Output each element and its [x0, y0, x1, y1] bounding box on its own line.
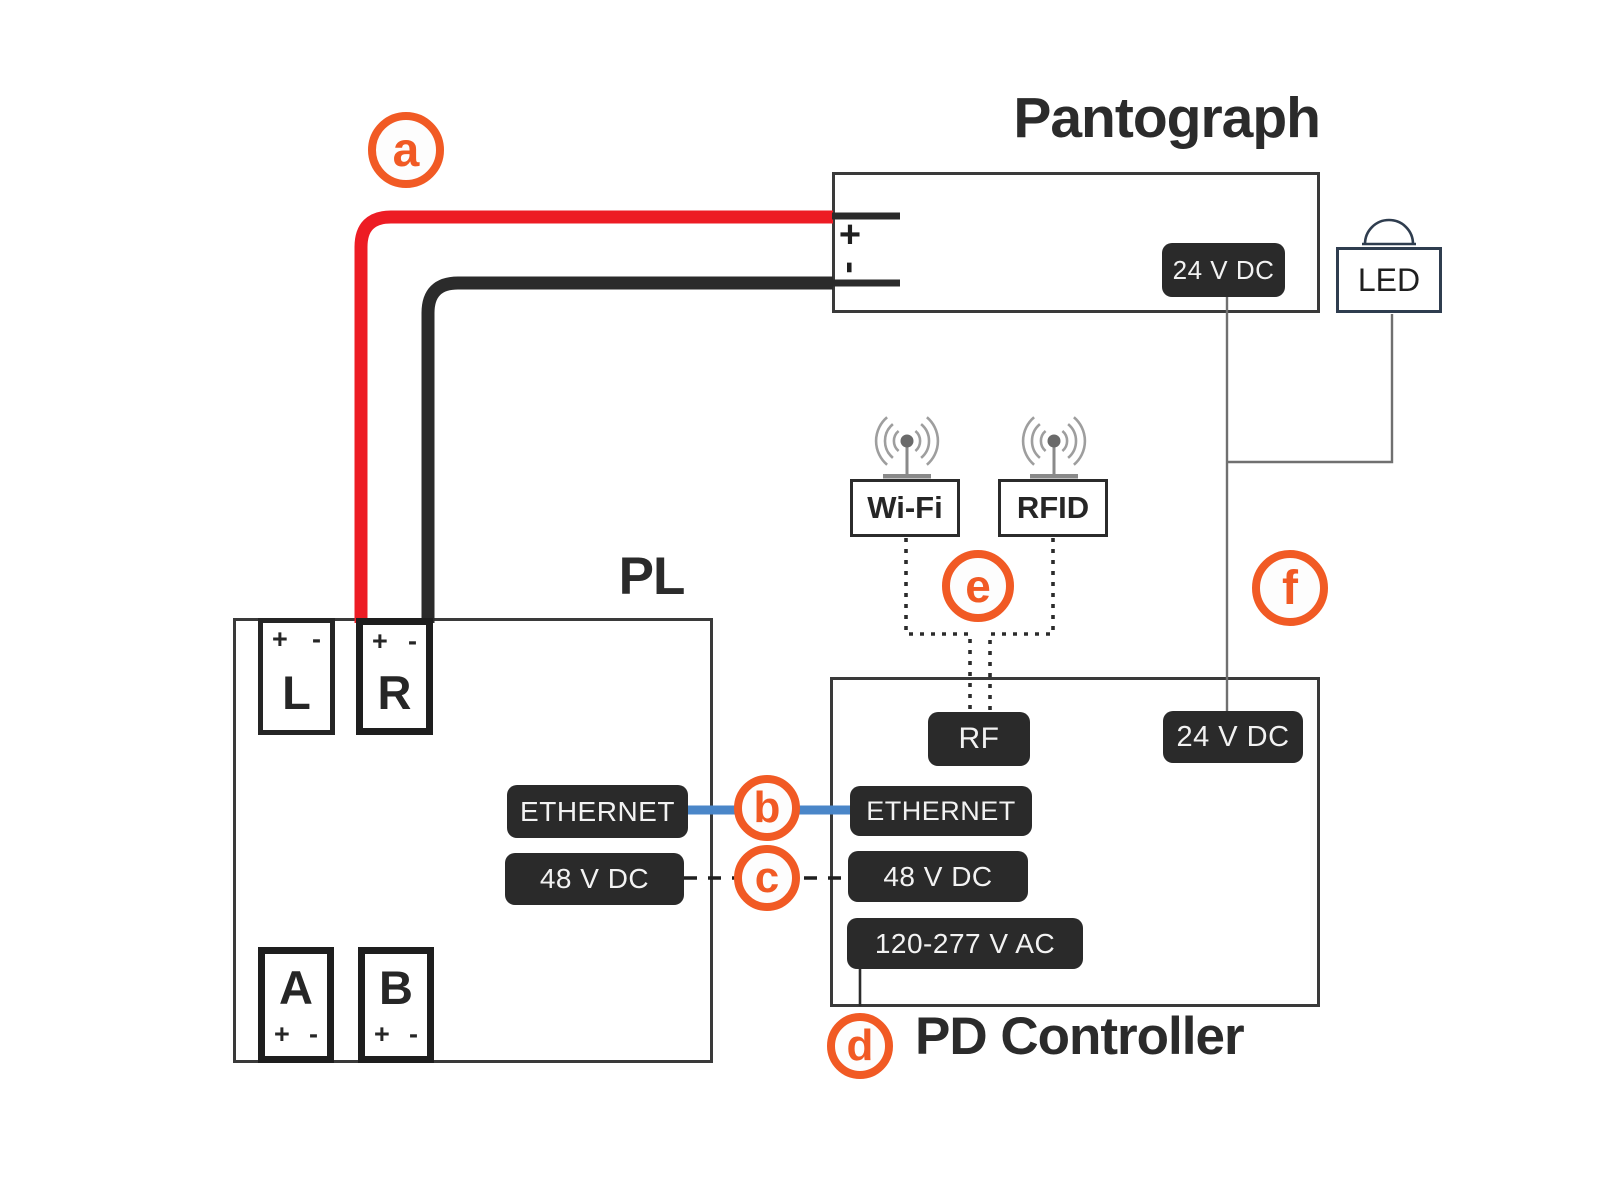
pantograph-plus-symbol: +	[838, 214, 862, 256]
plus-symbol: +	[274, 1019, 290, 1050]
led-label: LED	[1357, 261, 1421, 298]
pantograph-title: Pantograph	[1013, 86, 1321, 150]
led-box	[1336, 247, 1442, 313]
callout-b: b	[734, 775, 800, 841]
plus-symbol: +	[372, 626, 388, 656]
terminal-b-label: B	[379, 960, 413, 1014]
terminal-r-polarity: + -	[363, 625, 426, 657]
led-dome-icon	[1362, 218, 1416, 246]
wifi-box: Wi-Fi	[850, 479, 960, 537]
callout-d: d	[827, 1013, 893, 1079]
terminal-a-label: A	[279, 960, 313, 1014]
pd-ethernet-badge: ETHERNET	[850, 786, 1032, 836]
minus-symbol: -	[309, 1019, 318, 1050]
pd-24vdc-badge: 24 V DC	[1163, 711, 1303, 763]
pd-48vdc-badge: 48 V DC	[848, 851, 1028, 902]
pl-ethernet-badge: ETHERNET	[507, 785, 688, 838]
plus-symbol: +	[374, 1019, 390, 1050]
terminal-b-polarity: + -	[365, 1020, 427, 1056]
callout-f: f	[1252, 550, 1328, 626]
plus-symbol: +	[272, 624, 288, 654]
pd-ac-badge: 120-277 V AC	[847, 918, 1083, 969]
terminal-l-polarity: + -	[263, 623, 330, 655]
callout-e: e	[942, 550, 1014, 622]
pantograph-box	[832, 172, 1320, 313]
wire-a-red	[354, 210, 833, 623]
terminal-a-polarity: + -	[265, 1020, 327, 1056]
wire-e-rfid	[988, 538, 1055, 711]
callout-c: c	[734, 845, 800, 911]
pd-rf-badge: RF	[928, 712, 1030, 766]
terminal-b: B + -	[358, 947, 434, 1063]
terminal-l-label: L	[282, 665, 311, 719]
rfid-box: RFID	[998, 479, 1108, 537]
terminal-r-label: R	[377, 665, 412, 719]
pd-controller-title: PD Controller	[915, 1007, 1245, 1066]
minus-symbol: -	[408, 626, 417, 656]
pantograph-24vdc-badge: 24 V DC	[1162, 243, 1285, 297]
terminal-r: + - R	[356, 618, 433, 735]
terminal-a: A + -	[258, 947, 334, 1063]
pantograph-minus-symbol: -	[830, 261, 873, 274]
wire-e-wifi	[904, 538, 972, 711]
minus-symbol: -	[409, 1019, 418, 1050]
minus-symbol: -	[312, 624, 321, 654]
pl-48vdc-badge: 48 V DC	[505, 853, 684, 905]
terminal-l: + - L	[258, 618, 335, 735]
wire-a-black	[421, 276, 833, 623]
pl-title: PL	[618, 547, 686, 606]
wire-f-led-branch	[1227, 314, 1394, 464]
callout-a: a	[368, 112, 444, 188]
wifi-antenna-icon	[874, 416, 940, 479]
rfid-antenna-icon	[1021, 416, 1087, 479]
